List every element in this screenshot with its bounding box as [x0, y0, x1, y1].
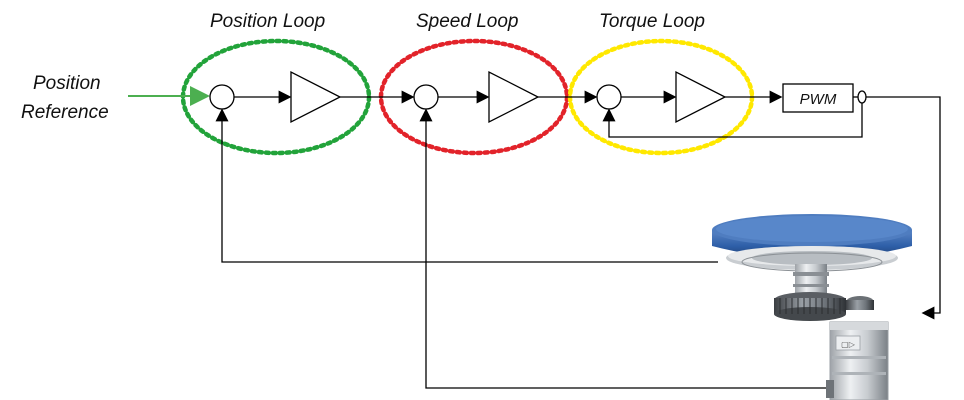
- motor-assembly-image: ▢▷: [712, 214, 912, 400]
- position-amplifier: [290, 70, 342, 124]
- speed-loop-title: Speed Loop: [416, 11, 519, 32]
- torque-feedback-path: [602, 103, 863, 138]
- torque-summing-junction: [596, 84, 622, 110]
- speed-summing-junction: [413, 84, 439, 110]
- svg-text:▢▷: ▢▷: [841, 340, 856, 349]
- position-loop-title: Position Loop: [210, 11, 325, 32]
- pwm-label: PWM: [800, 91, 837, 108]
- pwm-block: [782, 83, 854, 113]
- speed-amplifier: [488, 70, 540, 124]
- input-label-line2: Reference: [21, 102, 109, 123]
- current-sensor-node: [857, 90, 867, 104]
- position-summing-junction: [209, 84, 235, 110]
- position-feedback-path: [215, 108, 718, 263]
- output-to-motor-path: [866, 96, 941, 320]
- torque-loop-title: Torque Loop: [599, 11, 705, 32]
- torque-amplifier: [675, 70, 727, 124]
- input-label-line1: Position: [33, 73, 101, 94]
- speed-feedback-path: [419, 108, 828, 389]
